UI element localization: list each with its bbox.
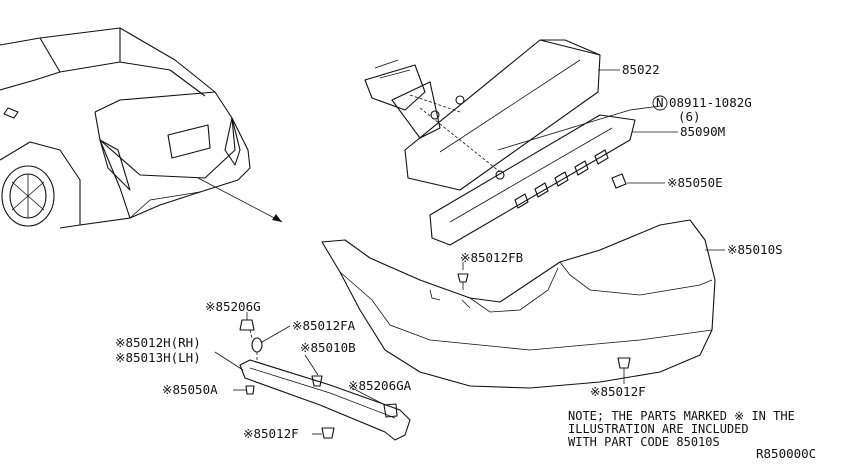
label-85206G: ※85206G [205, 299, 261, 314]
label-85206GA: ※85206GA [348, 378, 412, 393]
note-line-2: ILLUSTRATION ARE INCLUDED [568, 422, 749, 436]
label-85012FA: ※85012FA [292, 318, 356, 333]
label-85010B: ※85010B [300, 340, 356, 355]
label-08911-qty: (6) [678, 109, 701, 124]
car-rear-illustration [0, 27, 283, 229]
label-85010S: ※85010S [727, 242, 783, 257]
figure-code: R850000C [756, 446, 816, 461]
energy-absorber-85090M [429, 105, 678, 246]
clip-85050E [611, 173, 665, 189]
clip-85012FB [457, 262, 469, 290]
note-line-1: NOTE; THE PARTS MARKED ※ IN THE [568, 409, 795, 423]
label-85013H: ※85013H(LH) [115, 350, 201, 365]
label-08911-1082G: 08911-1082G [669, 95, 752, 110]
label-85012H: ※85012H(RH) [115, 335, 201, 350]
clip-85012F-right [617, 357, 631, 384]
bumper-fascia-85010S [321, 219, 725, 389]
label-85012FB: ※85012FB [460, 250, 523, 265]
label-85050A: ※85050A [162, 382, 218, 397]
bumper-reinforcement-85022 [364, 39, 620, 191]
label-08911-group: N 08911-1082G (6) [652, 95, 752, 124]
label-85012F-right: ※85012F [590, 384, 646, 399]
n-circle-icon [652, 95, 668, 111]
label-08911-prefix: N [656, 95, 664, 110]
label-85012F-bottom: ※85012F [243, 426, 299, 441]
lower-bracket-assembly [214, 312, 411, 441]
label-85050E: ※85050E [667, 175, 723, 190]
label-85022: 85022 [622, 62, 660, 77]
parts-note: NOTE; THE PARTS MARKED ※ IN THE ILLUSTRA… [568, 409, 795, 449]
label-85090M: 85090M [680, 124, 725, 139]
note-line-3: WITH PART CODE 85010S [568, 435, 720, 449]
